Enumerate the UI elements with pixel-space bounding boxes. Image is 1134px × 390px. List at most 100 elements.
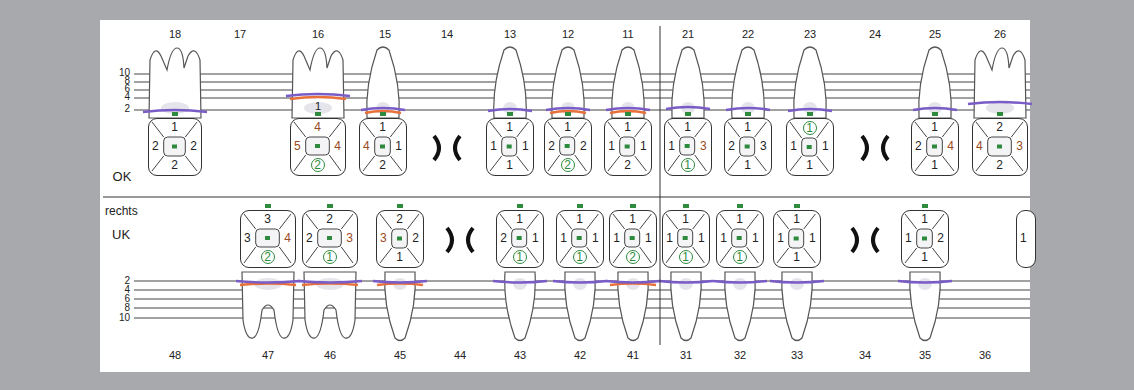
- tooth-surface-box: 1231: [724, 118, 771, 176]
- surface-divider: [695, 155, 707, 171]
- surface-divider: [407, 248, 419, 263]
- pocket-depth: 1: [777, 232, 784, 245]
- pocket-depth: 1: [395, 140, 402, 153]
- surface-divider: [306, 247, 318, 263]
- root-shade: [790, 278, 804, 290]
- gum-line: [606, 108, 650, 110]
- tooth-number: 43: [514, 350, 526, 361]
- surface-divider: [1011, 122, 1023, 137]
- surface-divider: [306, 214, 318, 229]
- occlusal-surface: [502, 137, 517, 156]
- surface-divider: [817, 122, 829, 138]
- pocket-depth: 1: [733, 250, 747, 264]
- pocket-depth: 1: [506, 159, 513, 172]
- furcation-grade: 1: [315, 101, 321, 112]
- pocket-depth: 3: [346, 232, 353, 245]
- tooth-number: 15: [379, 29, 391, 40]
- surface-divider: [932, 248, 944, 263]
- occlusal-surface: [375, 137, 391, 156]
- surface-divider: [341, 247, 353, 263]
- surface-divider: [804, 214, 816, 229]
- gum-line: [546, 108, 590, 110]
- occlusal-surface: [678, 229, 693, 247]
- pocket-depth: 4: [314, 121, 321, 134]
- gum-line: [488, 109, 532, 111]
- root-shade: [513, 278, 527, 290]
- pocket-depth: 1: [666, 232, 673, 245]
- surface-divider: [608, 156, 620, 171]
- pocket-depth: 1: [921, 213, 928, 226]
- pocket-depth: 1: [806, 159, 813, 172]
- surface-divider: [185, 156, 197, 171]
- bleeding-marker: [807, 145, 812, 149]
- tooth-surface-box: 1222: [544, 118, 591, 176]
- bleeding-marker: [922, 204, 928, 208]
- pocket-depth: 3: [760, 140, 767, 153]
- tooth-number: 45: [394, 350, 406, 361]
- occlusal-surface: [789, 229, 804, 248]
- occlusal-surface: [680, 137, 695, 155]
- pocket-depth: 1: [905, 232, 912, 245]
- bleeding-marker: [265, 236, 270, 240]
- gap-bracket: [883, 136, 888, 160]
- tooth-number: 13: [504, 29, 516, 40]
- gum-line: [236, 281, 300, 283]
- gap-bracket: [455, 136, 460, 160]
- surface-divider: [790, 122, 802, 138]
- pocket-depth: 3: [244, 232, 251, 245]
- surface-divider: [666, 247, 678, 263]
- occlusal-surface: [917, 229, 933, 248]
- surface-divider: [587, 247, 599, 263]
- pocket-depth: 1: [736, 213, 743, 226]
- bleeding-marker: [625, 112, 631, 116]
- bleeding-marker: [625, 145, 630, 149]
- tooth-surface-box: 1112: [604, 118, 651, 176]
- pocket-depth: 1: [921, 251, 928, 264]
- bleeding-marker: [794, 237, 799, 241]
- pocket-depth: 2: [412, 232, 419, 245]
- bleeding-marker: [997, 145, 1002, 149]
- pocket-depth: 1: [803, 121, 817, 135]
- tooth-number: 26: [994, 29, 1006, 40]
- bleeding-marker: [745, 112, 751, 116]
- bleeding-marker: [737, 236, 742, 240]
- surface-divider: [608, 122, 620, 137]
- bleeding-marker: [565, 144, 570, 148]
- jaw-label: OK: [113, 170, 132, 183]
- surface-divider: [279, 214, 291, 229]
- gum-line: [913, 108, 957, 110]
- tooth-number: 35: [919, 350, 931, 361]
- bleeding-marker: [577, 204, 583, 208]
- tooth-number: 11: [622, 29, 633, 40]
- jaw-separator: [103, 197, 1030, 198]
- tooth-surface-box: 1131: [664, 118, 711, 176]
- occlusal-surface: [927, 137, 943, 156]
- surface-divider: [720, 247, 732, 263]
- pocket-depth: 1: [513, 250, 527, 264]
- occlusal-surface: [164, 137, 186, 156]
- jaw-label: UK: [112, 228, 130, 241]
- pocket-depth: 4: [976, 140, 983, 153]
- pocket-depth: 2: [624, 159, 631, 172]
- pocket-depth: 2: [548, 140, 555, 153]
- bleeding-marker: [397, 237, 402, 241]
- gap-bracket: [862, 136, 867, 160]
- pocket-depth: 4: [284, 232, 291, 245]
- pocket-depth: 2: [379, 159, 386, 172]
- surface-divider: [560, 214, 572, 229]
- tooth-number: 23: [804, 29, 816, 40]
- pocket-depth: 3: [700, 140, 707, 153]
- surface-divider: [905, 248, 917, 263]
- surface-divider: [390, 122, 402, 137]
- occlusal-surface: [620, 137, 635, 156]
- bleeding-marker: [327, 204, 333, 208]
- gap-bracket: [852, 228, 857, 252]
- tooth-number: 25: [929, 29, 941, 40]
- pocket-depth: 1: [1020, 232, 1027, 245]
- tooth-surface-box: 1112: [609, 210, 656, 268]
- pocket-depth: 1: [822, 140, 829, 153]
- tooth-number: 24: [869, 29, 881, 40]
- tooth-outline: [494, 47, 527, 118]
- bleeding-marker: [315, 112, 321, 116]
